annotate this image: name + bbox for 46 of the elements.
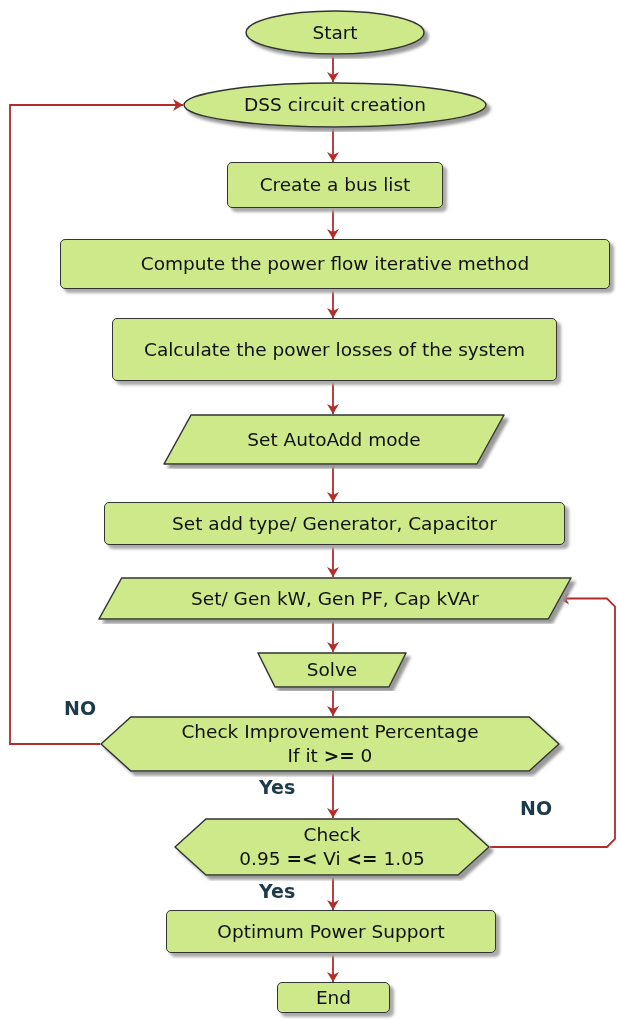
input-parallelogram: [98, 577, 572, 620]
node-label: Start: [312, 20, 358, 45]
node-label: Create a bus list: [259, 173, 411, 197]
arrow: [327, 952, 339, 983]
node-label: Compute the power flow iterative method: [140, 252, 530, 276]
node-label: Set/ Gen kW, Gen PF, Cap kVAr: [191, 586, 479, 611]
arrow: [327, 127, 339, 163]
node-label: End: [315, 985, 352, 1010]
node-label: Check Improvement Percentage: [181, 720, 479, 744]
node-label: Calculate the power losses of the system: [143, 337, 526, 362]
arrow: [327, 54, 339, 83]
arrow: [327, 544, 339, 578]
arrow: [327, 875, 339, 911]
end-terminal: [277, 982, 390, 1013]
node-label: If it >= 0: [287, 744, 373, 768]
process-box: [104, 502, 565, 545]
node-label: Set AutoAdd mode: [247, 427, 421, 452]
arrow: [327, 288, 339, 319]
edge-label: Yes: [257, 777, 298, 797]
edge-label: NO: [518, 798, 555, 818]
edge-label: NO: [62, 698, 99, 718]
process-box: [60, 239, 610, 289]
input-parallelogram: [163, 414, 505, 465]
arrow: [327, 687, 339, 717]
process-ellipse: [183, 82, 487, 128]
arrow: [327, 619, 339, 653]
node-label: 0.95 =< Vi <= 1.05: [239, 847, 425, 871]
node-label: Solve: [306, 658, 358, 682]
start-terminal: [245, 10, 425, 55]
process-box: [227, 162, 443, 208]
process-box: [112, 318, 557, 381]
arrow: [327, 207, 339, 240]
node-label: Set add type/ Generator, Capacitor: [172, 511, 497, 536]
manual-operation-trapezoid: [257, 652, 407, 688]
arrow: [327, 380, 339, 415]
decision-hexagon: [100, 716, 560, 772]
arrow: [489, 592, 616, 848]
decision-hexagon: [174, 818, 490, 876]
arrow: [327, 771, 339, 819]
arrow: [9, 99, 184, 745]
node-label: Optimum Power Support: [217, 919, 445, 944]
edge-label: Yes: [257, 881, 298, 901]
node-label: DSS circuit creation: [244, 93, 426, 117]
process-box: [166, 910, 496, 953]
arrow: [327, 464, 339, 503]
node-label: Check: [303, 823, 361, 847]
